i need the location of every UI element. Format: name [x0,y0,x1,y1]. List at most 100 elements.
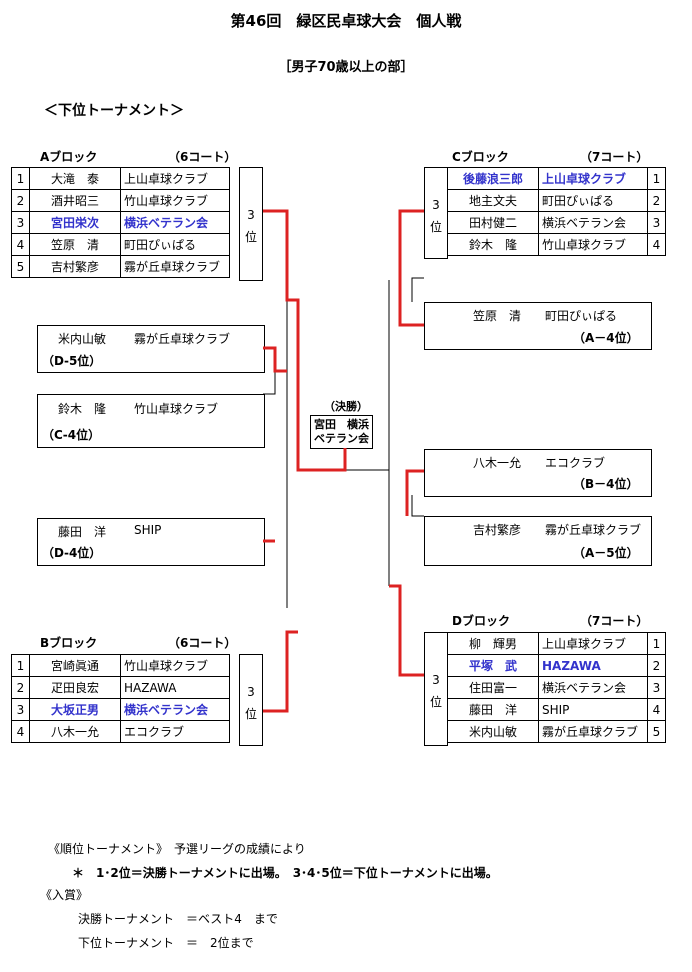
entry-l3-club: SHIP [134,523,162,537]
note-line-5: 下位トーナメント ＝ 2位まで [78,936,254,950]
section-heading: ＜下位トーナメント＞ [44,103,184,119]
entry-r3-seed: （A－5位） [573,546,639,560]
entry-l2-name: 鈴木 隆 [58,402,107,416]
note-line-1: 《順位トーナメント》 予選リーグの成績により [48,842,306,856]
club-name: 上山卓球クラブ [120,167,230,190]
block-c-rank-text: 3 位 [429,198,442,234]
entry-l1-seed: （D‐5位） [42,354,102,368]
entry-r3-name: 吉村繁彦 [473,523,522,537]
block-a-court: （6コート） [168,150,237,164]
line-l2-to-l1l2 [263,371,276,395]
entry-l2-club: 竹山卓球クラブ [134,402,219,416]
page-title: 第46回 緑区民卓球大会 個人戦 [230,12,462,30]
player-name: 住田富一 [447,676,539,699]
player-name: 吉村繁彦 [29,255,121,278]
block-a-rank-text: 3 位 [244,208,257,244]
line-r1-join [411,277,424,302]
row-number: 4 [647,233,666,256]
club-name: 竹山卓球クラブ [120,654,230,677]
block-a-label: Aブロック [40,150,98,164]
club-name: 町田ぴぃぱる [120,233,230,256]
entry-r1-name: 笠原 清 [473,309,522,323]
player-name: 米内山敏 [447,720,539,743]
club-name: エコクラブ [120,720,230,743]
row-number: 5 [647,720,666,743]
club-name: 竹山卓球クラブ [120,189,230,212]
club-name: 上山卓球クラブ [538,632,648,655]
club-name: HAZAWA [120,676,230,699]
note-line-4: 決勝トーナメント ＝ベスト4 まで [78,912,278,926]
line-block-d-winner [389,584,424,677]
block-b-court: （6コート） [168,636,237,650]
page-subtitle: ［男子70歳以上の部］ [278,60,414,75]
block-a-header: Aブロック （6コート） [40,148,236,165]
entry-l3-name: 藤田 洋 [58,525,107,539]
player-name: 八木一允 [29,720,121,743]
block-d-header: Dブロック （7コート） [452,612,648,629]
club-name: 上山卓球クラブ [538,167,648,190]
club-name: 横浜ベテラン会 [120,211,230,234]
entry-l2-seed: （C‐4位） [42,428,101,442]
entry-l1-name: 米内山敏 [58,332,107,346]
row-number: 1 [647,167,666,190]
club-name: SHIP [538,698,648,721]
entry-r2-club: エコクラブ [545,456,606,470]
club-name: 霧が丘卓球クラブ [120,255,230,278]
block-b-header: Bブロック （6コート） [40,634,236,651]
bracket-lines-red [263,209,424,713]
player-name: 後藤浪三郎 [447,167,539,190]
entry-l1-club: 霧が丘卓球クラブ [134,332,231,346]
entry-r1-club: 町田ぴぃぱる [545,309,618,323]
block-c-court: （7コート） [580,150,649,164]
line-block-a-winner [263,209,347,472]
block-d-rank-text: 3 位 [429,673,442,709]
entry-box-r2: 八木一允 エコクラブ （B－4位） [424,449,652,497]
final-label: （決勝） [324,400,368,413]
block-b-rank: 3 位 [239,654,263,746]
final-winner-line2: ベテラン会 [314,432,369,445]
block-c-label: Cブロック [452,150,509,164]
entry-box-l2: 鈴木 隆 竹山卓球クラブ （C‐4位） [37,394,265,448]
entry-box-r3: 吉村繁彦 霧が丘卓球クラブ （A－5位） [424,516,652,566]
club-name: 霧が丘卓球クラブ [538,720,648,743]
entry-r2-name: 八木一允 [473,456,522,470]
block-c-header: Cブロック （7コート） [452,148,648,165]
final-winner-line1: 宮田 横浜 [314,418,369,431]
bracket-lines-black [263,277,424,608]
line-r2-winner [405,469,424,516]
player-name: 大坂正男 [29,698,121,721]
line-block-b-stub [263,630,298,713]
entry-r1-seed: （A－4位） [573,331,639,345]
block-d-court: （7コート） [580,614,649,628]
entry-r2-seed: （B－4位） [573,477,639,491]
entry-box-l1: 米内山敏 霧が丘卓球クラブ （D‐5位） [37,325,265,373]
entry-box-r1: 笠原 清 町田ぴぃぱる （A－4位） [424,302,652,350]
final-winner-box: 宮田 横浜 ベテラン会 [310,415,373,449]
line-r3-join [411,495,424,517]
block-b-label: Bブロック [40,636,98,650]
row-number: 3 [647,676,666,699]
block-a-rank: 3 位 [239,167,263,281]
note-line-3: 《入賞》 [40,888,89,902]
